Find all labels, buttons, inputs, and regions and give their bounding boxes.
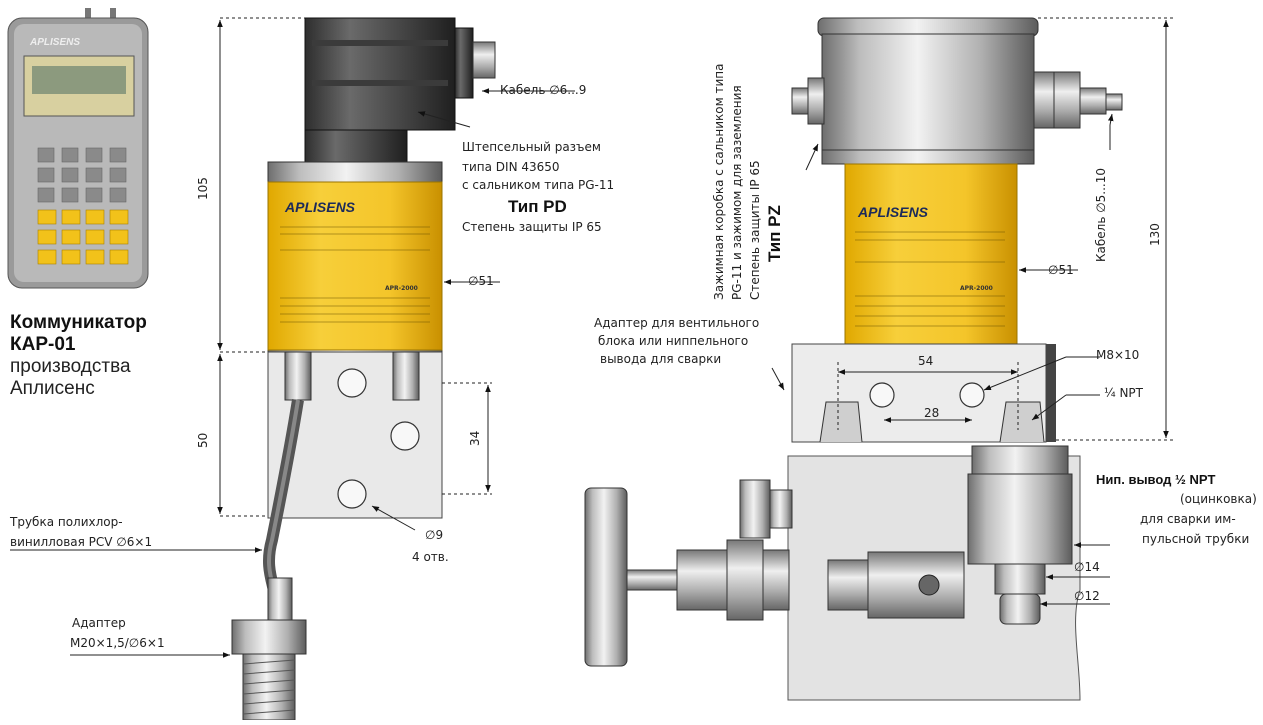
pd-holes-diameter: ∅9 bbox=[425, 528, 444, 542]
pd-label-model: АРR-2000 bbox=[385, 285, 418, 292]
pd-holes-count: 4 отв. bbox=[412, 550, 449, 564]
pd-dimensions bbox=[10, 17, 575, 658]
pd-transmitter: APLISENS АРR-2000 bbox=[231, 17, 496, 721]
pz-nipple-line3: для сварки им- bbox=[1140, 512, 1236, 526]
pd-dim-34: 34 bbox=[468, 430, 482, 446]
pz-type-title: Тип PZ bbox=[765, 205, 784, 262]
pz-npt-label: ¼ NPT bbox=[1104, 386, 1143, 400]
communicator-maker-line1: производства bbox=[10, 356, 131, 377]
pz-junction-line3: Степень защиты IP 65 bbox=[748, 160, 762, 300]
communicator-logo: APLISENS bbox=[29, 37, 80, 48]
pz-adapter-line3: вывода для сварки bbox=[600, 352, 722, 366]
pz-nipple-line4: пульсной трубки bbox=[1142, 532, 1250, 546]
pz-nipple-line1: Нип. вывод ½ NPT bbox=[1096, 472, 1216, 487]
pz-adapter-line2: блока или ниппельного bbox=[598, 334, 749, 348]
pd-label-brand: APLISENS bbox=[284, 199, 356, 215]
pz-thread-label: M8×10 bbox=[1096, 348, 1140, 362]
communicator-device: APLISENS bbox=[7, 8, 149, 289]
pd-protection-label: Степень защиты IP 65 bbox=[462, 220, 602, 234]
pz-height: 130 bbox=[1148, 223, 1162, 246]
pd-adapter-line2: M20×1,5/∅6×1 bbox=[70, 636, 165, 650]
pz-junction-line2: PG-11 и зажимом для заземления bbox=[730, 85, 744, 300]
pd-tube-line2: винилловая PCV ∅6×1 bbox=[10, 535, 153, 549]
pz-cable-label: Кабель ∅5...10 bbox=[1094, 167, 1108, 262]
pd-height-top: 105 bbox=[196, 177, 210, 200]
communicator-title: Коммуникатор bbox=[10, 312, 147, 333]
pd-connector-line3: с сальником типа PG-11 bbox=[462, 178, 615, 192]
pd-type-title: Тип PD bbox=[508, 197, 567, 216]
pz-junction-line1: Зажимная коробка с сальником типа bbox=[712, 63, 726, 300]
pd-height-bottom: 50 bbox=[196, 432, 210, 448]
pd-connector-line2: типа DIN 43650 bbox=[462, 160, 560, 174]
pz-diameter-14: ∅14 bbox=[1074, 560, 1100, 574]
pz-adapter-line1: Адаптер для вентильного bbox=[594, 316, 760, 330]
pd-adapter-line1: Адаптер bbox=[72, 616, 126, 630]
pd-diameter-label: ∅51 bbox=[468, 274, 494, 288]
pz-label-brand: APLISENS bbox=[857, 204, 929, 220]
communicator-model: КАР-01 bbox=[10, 334, 76, 355]
pd-tube-line1: Трубка полихлор- bbox=[10, 515, 123, 529]
pz-dim-28: 28 bbox=[924, 406, 940, 420]
pz-label-model: АРR-2000 bbox=[960, 285, 993, 292]
pz-dim-54: 54 bbox=[918, 354, 934, 368]
pz-diameter-12: ∅12 bbox=[1074, 589, 1100, 603]
pz-diameter-label: ∅51 bbox=[1048, 263, 1074, 277]
pd-cable-label: Кабель ∅6...9 bbox=[500, 83, 587, 97]
communicator-maker-line2: Аплисенс bbox=[10, 378, 95, 399]
pz-nipple-line2: (оцинковка) bbox=[1180, 492, 1257, 506]
pd-connector-line1: Штепсельный разъем bbox=[462, 140, 601, 154]
pz-dimensions bbox=[771, 17, 1176, 607]
pz-transmitter: APLISENS АРR-2000 bbox=[584, 17, 1123, 701]
